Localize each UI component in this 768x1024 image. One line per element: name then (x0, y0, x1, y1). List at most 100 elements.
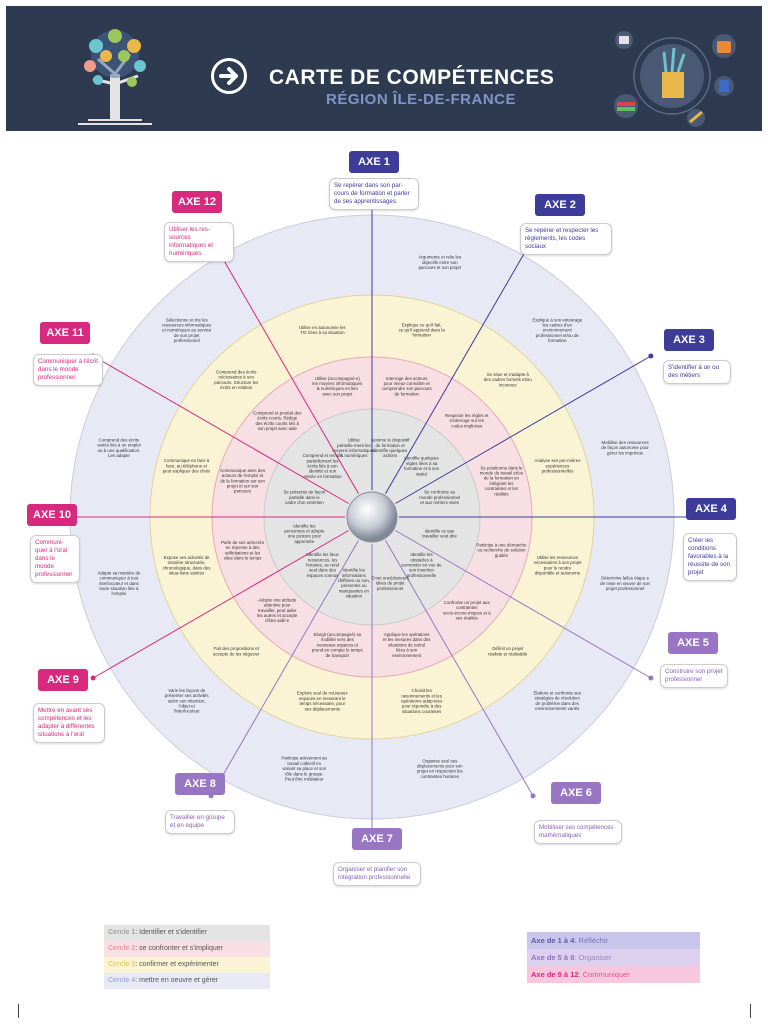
axe-12-label: AXE 12 (172, 191, 222, 213)
axe-11-label: AXE 11 (40, 322, 90, 344)
legend-cercles: Cercle 1: Identifier et s'identifier Cer… (104, 925, 270, 991)
axe-10-description: Communi-quer à l'oral dans le monde prof… (30, 535, 80, 584)
axe-7-description: Organiser et planifier son intégration p… (333, 862, 421, 887)
legend-axes-1-4: Axe de 1 à 4: Réfléchir (527, 932, 700, 949)
axe-4-label: AXE 4 (686, 498, 736, 520)
axe-5-label: AXE 5 (668, 632, 718, 654)
page-subtitle: RÉGION ÎLE-DE-FRANCE (326, 91, 516, 108)
legend-cercle-1: Cercle 1: Identifier et s'identifier (104, 925, 270, 941)
axis-arrow-head-6 (530, 793, 536, 799)
ring-c3-text-1: Explique ce qu'il fait,ce qu'il apprend … (399, 322, 446, 337)
axis-spoke-2 (385, 237, 534, 494)
axis-spokes (47, 192, 697, 842)
axis-spoke-12 (210, 237, 359, 494)
header-banner: CARTE DE COMPÉTENCES RÉGION ÎLE-DE-FRANC… (6, 6, 762, 131)
axe-3-label: AXE 3 (664, 329, 714, 351)
axis-spoke-11 (92, 355, 349, 504)
legend-axes-9-12: Axe de 9 à 12: Communiquer (527, 966, 700, 983)
ring-c2-text-12: Utilise (accompagné-e)les moyens informa… (312, 376, 363, 397)
axis-arrow-head-9 (90, 675, 96, 681)
axis-arrow-head-3 (648, 353, 654, 359)
axe-2-description: Se repérer et respecter les règlements, … (520, 223, 612, 256)
legend-cercle-3: Cercle 3: confirmer et expérimenter (104, 957, 270, 973)
axe-2-label: AXE 2 (535, 194, 585, 216)
axis-spoke-6 (385, 540, 534, 797)
axe-1-label: AXE 1 (349, 151, 399, 173)
axe-8-label: AXE 8 (175, 773, 225, 795)
axis-spoke-5 (395, 530, 652, 679)
axis-spoke-8 (210, 540, 359, 797)
crop-mark (750, 1004, 751, 1018)
axe-6-description: Mobiliser ses compétences mathématiques (534, 820, 622, 845)
center-sphere (346, 491, 398, 543)
axe-9-description: Mettre en avant ses compétences et les a… (33, 703, 105, 744)
axe-4-description: Créer les conditions favorables à la réu… (683, 533, 737, 582)
tree-icon (78, 29, 152, 125)
legend-axes-5-8: Axe de 5 à 8: Organiser (527, 949, 700, 966)
school-supplies-icon (614, 31, 736, 127)
axis-spoke-9 (92, 530, 349, 679)
legend-axes: Axe de 1 à 4: Réfléchir Axe de 5 à 8: Or… (527, 932, 700, 988)
axe-11-description: Communiquer à l'écrit dans le monde prof… (33, 354, 103, 387)
axe-7-label: AXE 7 (352, 828, 402, 850)
axe-3-description: S'identifier à un ou des métiers (663, 360, 731, 385)
crop-mark (18, 1004, 19, 1018)
legend-cercle-2: Cercle 2: se confronter et s'impliquer (104, 941, 270, 957)
legend-cercle-4: Cercle 4: mettre en oeuvre et gérer (104, 973, 270, 989)
axe-5-description: Construire son projet professionnel (660, 664, 728, 689)
axe-12-description: Utiliser les res-sources informatiques e… (164, 222, 234, 263)
axe-6-label: AXE 6 (551, 782, 601, 804)
axe-9-label: AXE 9 (38, 669, 88, 691)
arrow-right-icon (211, 58, 247, 94)
page-title: CARTE DE COMPÉTENCES (269, 66, 555, 89)
axis-spoke-3 (395, 355, 652, 504)
axe-1-description: Se repérer dans son par-cours de formati… (329, 178, 419, 211)
axis-arrow-head-5 (648, 675, 654, 681)
axe-10-label: AXE 10 (27, 504, 77, 526)
